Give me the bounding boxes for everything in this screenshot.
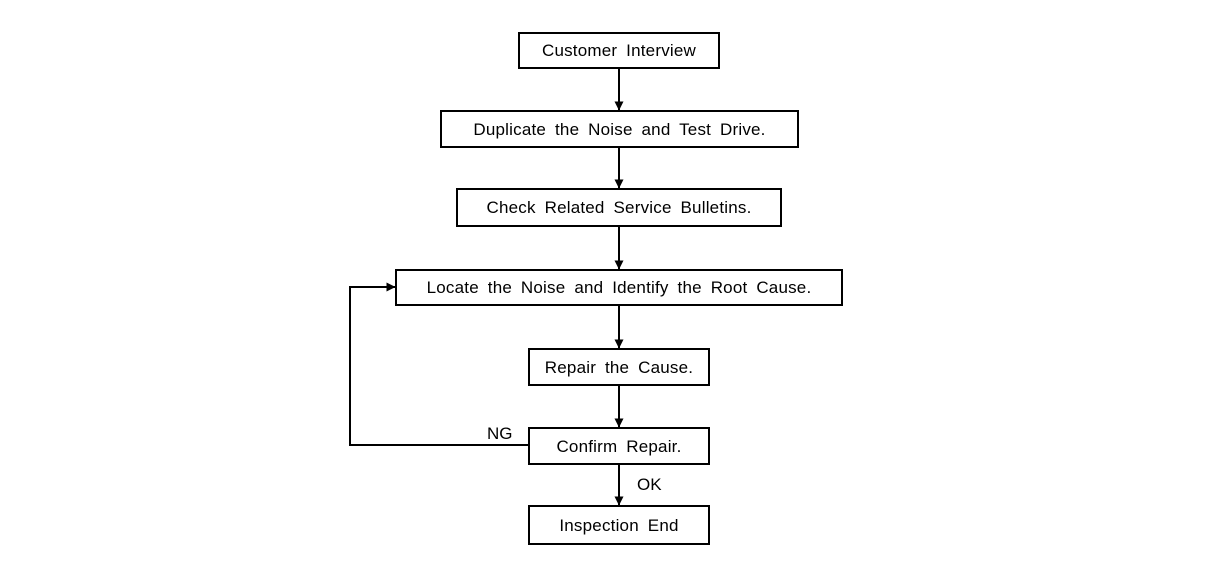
node-label-check-bulletins: Check Related Service Bulletins.	[486, 198, 752, 217]
node-customer-interview[interactable]: Customer Interview	[518, 32, 720, 69]
node-locate-noise[interactable]: Locate the Noise and Identify the Root C…	[395, 269, 843, 306]
edge-label-ng: NG	[487, 424, 513, 443]
node-label-repair-cause: Repair the Cause.	[544, 357, 694, 377]
node-label-locate-noise: Locate the Noise and Identify the Root C…	[426, 278, 812, 297]
node-label-duplicate-noise: Duplicate the Noise and Test Drive.	[473, 119, 766, 139]
node-label-inspection-end: Inspection End	[559, 515, 679, 535]
node-confirm-repair[interactable]: Confirm Repair.	[528, 427, 710, 465]
node-duplicate-noise[interactable]: Duplicate the Noise and Test Drive.	[440, 110, 799, 148]
edge-label-ok: OK	[637, 475, 662, 494]
node-label-customer-interview: Customer Interview	[541, 41, 697, 60]
node-check-bulletins[interactable]: Check Related Service Bulletins.	[456, 188, 782, 227]
node-inspection-end[interactable]: Inspection End	[528, 505, 710, 545]
edge-confirm-ng-to-locate	[349, 282, 528, 446]
node-repair-cause[interactable]: Repair the Cause.	[528, 348, 710, 386]
node-label-confirm-repair: Confirm Repair.	[556, 436, 682, 456]
